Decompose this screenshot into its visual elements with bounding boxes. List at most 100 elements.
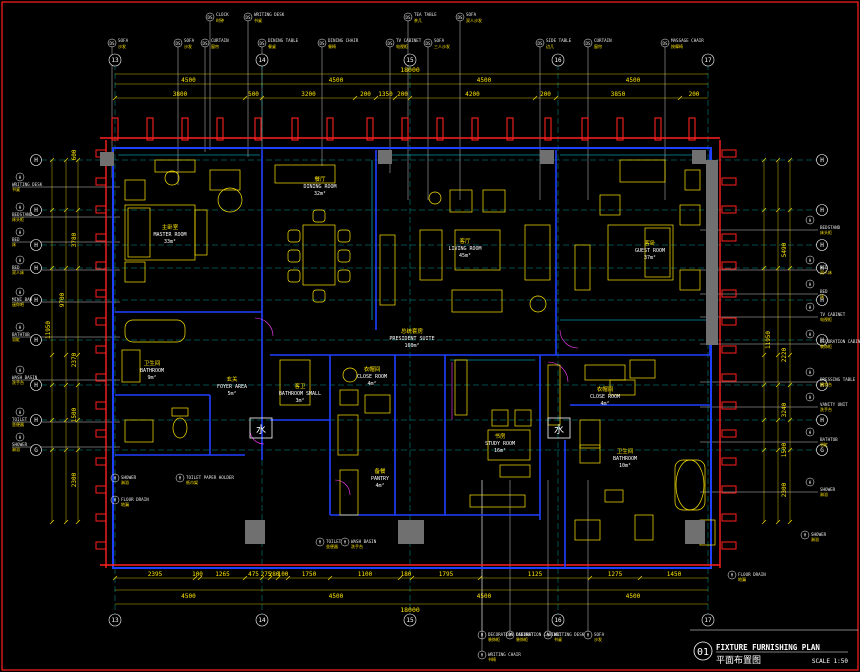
title-number: 01: [697, 647, 709, 658]
grid-label: 16: [554, 57, 562, 64]
room-name-cn: 书房: [494, 432, 506, 440]
room-name-cn: 客厅: [459, 237, 471, 245]
dim-bottom-1: 475: [248, 571, 259, 578]
dim-bottom-1: 1795: [439, 571, 454, 578]
dim-bottom-1: 1275: [608, 571, 623, 578]
dim-top-2: 200: [689, 91, 700, 98]
grid-label: 13: [111, 617, 119, 624]
tag-en: WASH BASIN: [351, 539, 377, 544]
tag-en: WRITING DESK: [554, 632, 585, 637]
dim-top-1: 4500: [181, 77, 196, 84]
room-name-en: DINING ROOM: [303, 184, 336, 190]
grid-label-right: H: [820, 157, 824, 164]
tag-en: BEDSTAND: [820, 225, 841, 230]
dim-top-2: 200: [540, 91, 551, 98]
tag-cn: 餐桌: [268, 43, 276, 49]
grid-label-left: H: [34, 242, 38, 249]
room-name-en: CLOSE ROOM: [357, 374, 387, 380]
dim-top-1: 4500: [477, 77, 492, 84]
grid-bubble: [701, 613, 715, 627]
tag-cn: 梳妆台: [820, 381, 832, 387]
grid-label: 14: [258, 617, 266, 624]
tag-en: BATHTUB: [12, 332, 30, 337]
dim-bottom-1: 280: [269, 571, 280, 578]
tag-code: H: [809, 370, 812, 375]
room-area: 45m²: [459, 253, 471, 259]
dim-bottom-1: 100: [278, 571, 289, 578]
room-name-cn: 卫生间: [617, 447, 634, 455]
water-shaft-symbol: 水: [554, 424, 564, 436]
tag-cn: 书椅: [488, 656, 496, 662]
grid-label: 15: [406, 617, 414, 624]
tag-cn: 时钟: [216, 17, 224, 23]
room-name-en: PRESIDENT SUITE: [389, 336, 434, 342]
tag-en: BATHTUB: [820, 437, 838, 442]
dim-bottom-1: 1100: [358, 571, 373, 578]
column: [581, 117, 589, 141]
exterior-walls: [112, 147, 712, 569]
grid-bubble: [403, 53, 417, 67]
dim-top-1: 4500: [626, 77, 641, 84]
tag-en: BED: [12, 237, 20, 242]
grid-bubble: [108, 613, 122, 627]
tag-en: BED: [820, 265, 828, 270]
tag-code: H: [19, 290, 22, 295]
dim-bottom-1: 100: [192, 571, 203, 578]
room-name-en: PANTRY: [371, 476, 389, 482]
column: [506, 117, 514, 141]
tag-code: H: [809, 282, 812, 287]
column: [616, 117, 624, 141]
grid-label-right: G: [820, 447, 824, 454]
dim-bottom-1: 1265: [215, 571, 230, 578]
column: [471, 117, 479, 141]
tag-cn: 餐椅: [328, 43, 336, 49]
tag-code: H: [731, 573, 734, 578]
dimension-ticks: [49, 95, 793, 581]
dimension-lines: [51, 73, 791, 605]
title-number-circle: [693, 641, 713, 661]
room-name-en: MASTER ROOM: [153, 232, 186, 238]
tag-cn: 按摩椅: [671, 43, 683, 49]
grid-label: 16: [554, 617, 562, 624]
tag-en: TOILET: [326, 539, 342, 544]
tag-cn: 装饰柜: [488, 636, 500, 642]
grid-label-left: H: [34, 382, 38, 389]
tag-cn: 洗手台: [12, 379, 24, 385]
water-shaft-symbol: 水: [256, 424, 266, 436]
room-name-en: CLOSE ROOM: [590, 394, 620, 400]
grid-bubble: [108, 53, 122, 67]
tag-en: MASSAGE CHAIR: [671, 38, 704, 43]
room-name-en: BATHROOM SMALL: [279, 391, 321, 397]
dim-top-1: 4500: [329, 77, 344, 84]
tag-cn: 迷你吧: [12, 301, 24, 307]
room-name-en: FOYER AREA: [217, 384, 247, 390]
tag-en: DECORATION CABINET: [516, 632, 562, 637]
water-shaft-boxes: [249, 417, 571, 439]
tag-cn: 纸巾架: [186, 479, 198, 485]
room-name-en: LIVING ROOM: [448, 246, 481, 252]
room-area: 9m²: [147, 375, 156, 381]
wall-hatching: [100, 150, 718, 544]
tag-cn: 坐便器: [12, 421, 24, 427]
tag-en: DINING TABLE: [268, 38, 299, 43]
tag-code: H: [809, 480, 812, 485]
room-name-cn: 衣帽间: [597, 385, 614, 393]
dim-left: 2370: [71, 352, 78, 367]
tag-cn: 三人沙发: [434, 43, 450, 49]
column: [216, 117, 224, 141]
tag-cn: 坐便器: [326, 543, 338, 549]
grid-bubble: [701, 53, 715, 67]
room-area: 160m²: [404, 343, 419, 349]
dim-bottom-1: 1750: [302, 571, 317, 578]
tag-en: DRESSING TABLE: [820, 377, 856, 382]
tag-en: SIDE TABLE: [546, 38, 572, 43]
dim-left: 3780: [71, 232, 78, 247]
grid-label: 17: [704, 617, 712, 624]
dim-right: 3240: [781, 402, 788, 417]
room-name-en: BATHROOM: [140, 368, 164, 374]
tag-code: DS: [259, 41, 265, 46]
tag-code: DS: [202, 41, 208, 46]
tag-code: H: [809, 258, 812, 263]
column: [654, 117, 662, 141]
